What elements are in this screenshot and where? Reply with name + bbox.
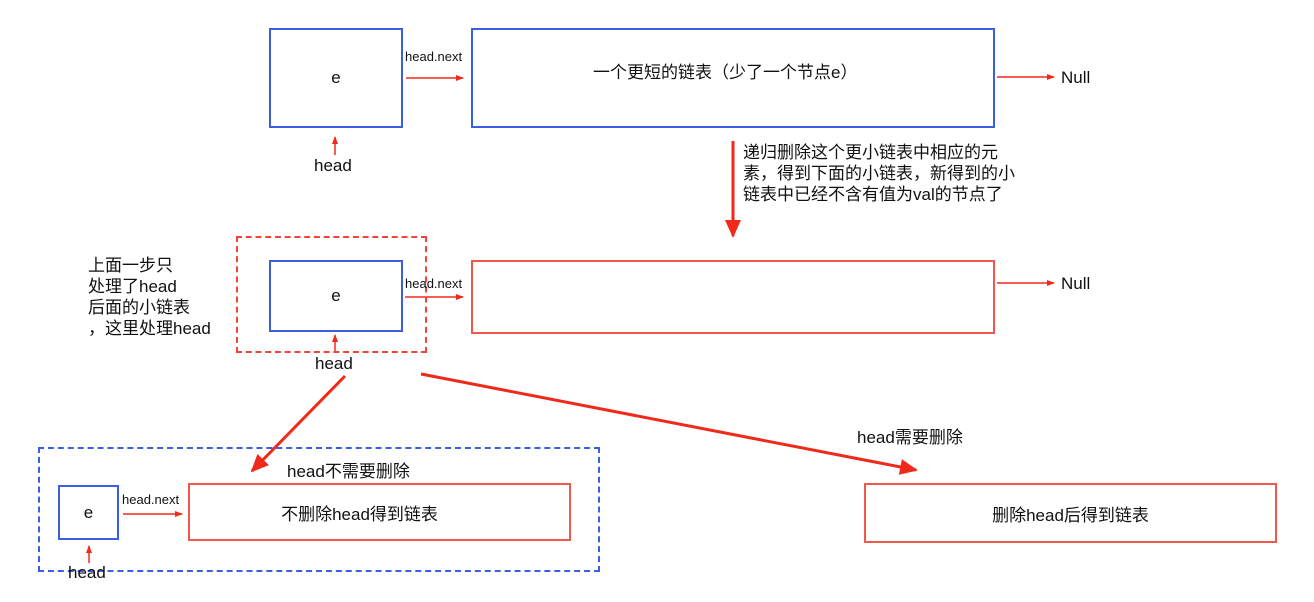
keep-head-list-label: 不删除head得到链表 (281, 504, 438, 524)
top-null-label: Null (1061, 68, 1091, 87)
middle-side-note: 上面一步只 处理了head 后面的小链表 ，这里处理head (88, 255, 238, 339)
bottom-next-label: head.next (122, 492, 180, 507)
keep-head-list: 不删除head得到链表 (188, 483, 571, 541)
top-shorter-list: 一个更短的链表（少了一个节点e） (471, 28, 995, 128)
bottom-head-label: head (68, 563, 106, 582)
delete-head-condition: head需要删除 (857, 428, 963, 447)
node-label: e (83, 502, 94, 522)
keep-head-condition: head不需要删除 (287, 462, 410, 481)
top-node-e: e (269, 28, 403, 128)
side-note-line: 处理了head (88, 277, 177, 296)
delete-head-list-label: 删除head后得到链表 (992, 505, 1149, 525)
top-list-label: 一个更短的链表（少了一个节点e） (593, 63, 858, 82)
node-label: e (331, 286, 341, 305)
recursion-note: 递归删除这个更小链表中相应的元素，得到下面的小链表，新得到的小链表中已经不含有值… (743, 143, 1015, 204)
middle-next-label: head.next (405, 276, 463, 291)
side-note-line: 后面的小链表 (88, 298, 190, 317)
top-head-label: head (314, 156, 352, 175)
bottom-node-e: e (58, 485, 119, 540)
middle-null-label: Null (1061, 274, 1091, 293)
middle-head-highlight (236, 236, 427, 353)
branch-delete-arrow (420, 372, 918, 475)
side-note-line: ，这里处理head (88, 319, 211, 338)
middle-node-e: e (269, 260, 403, 332)
middle-head-label: head (315, 354, 353, 373)
middle-list (471, 260, 995, 334)
top-next-label: head.next (405, 49, 463, 64)
keep-head-group (38, 447, 600, 572)
node-label: e (331, 68, 341, 87)
branch-keep-arrow (250, 374, 347, 473)
side-note-line: 上面一步只 (88, 256, 173, 275)
delete-head-list: 删除head后得到链表 (864, 483, 1277, 543)
